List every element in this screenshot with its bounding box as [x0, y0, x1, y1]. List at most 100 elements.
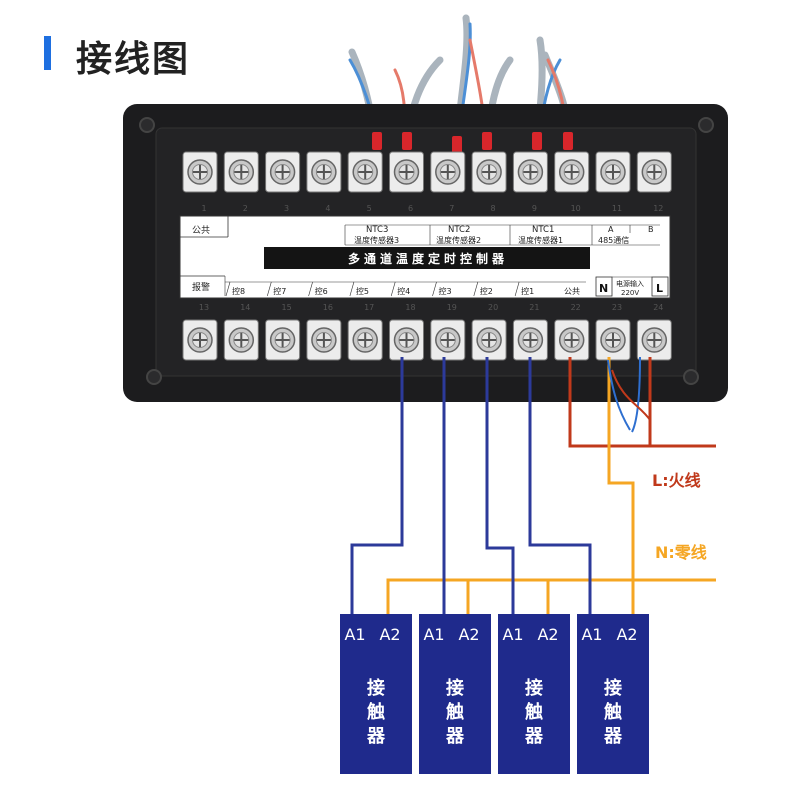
- contactor-1: A1 A2 接触器: [340, 614, 412, 774]
- sensor2-label: 温度传感器2: [436, 235, 481, 245]
- top-terminal-12[interactable]: [636, 151, 672, 193]
- common-top-label: 公共: [192, 225, 210, 236]
- bottom-terminal-number: 22: [571, 303, 581, 312]
- bottom-terminal-14[interactable]: [223, 319, 259, 361]
- output-label: 控3: [439, 286, 452, 296]
- product-name: 多通道温度定时控制器: [348, 251, 508, 266]
- contactor-a2-label: A2: [458, 625, 479, 644]
- bottom-terminal-number: 23: [612, 303, 622, 312]
- bottom-terminal-13[interactable]: [182, 319, 218, 361]
- top-terminal-8[interactable]: [471, 151, 507, 193]
- top-terminal-6[interactable]: [389, 151, 424, 193]
- bottom-terminal-number: 19: [447, 303, 457, 312]
- top-terminal-number: 6: [408, 204, 413, 213]
- top-terminal-10[interactable]: [554, 151, 590, 193]
- top-terminal-number: 5: [367, 204, 372, 213]
- top-terminal-11[interactable]: [595, 151, 631, 193]
- bottom-terminal-17[interactable]: [347, 319, 383, 361]
- contactor-name: 接触器: [603, 677, 623, 747]
- live-wire-label: L:火线: [652, 471, 701, 490]
- bottom-terminal-19[interactable]: [430, 319, 466, 361]
- contactor-a1-label: A1: [502, 625, 523, 644]
- top-terminal-1[interactable]: [182, 151, 218, 193]
- page-title: 接线图: [76, 39, 191, 80]
- wire-ferrules: [372, 132, 573, 154]
- title-accent-bar: [44, 36, 51, 70]
- control-wiring: [350, 357, 592, 614]
- neutral-terminal-label: N: [599, 282, 608, 295]
- output-label: 控5: [356, 286, 369, 296]
- label-panel: 公共 报警 NTC3 NTC2 NTC1 温度传感器3 温度传感器2 温度传感器…: [179, 215, 671, 299]
- power-voltage-label: 220V: [621, 289, 639, 297]
- top-terminal-number: 9: [532, 204, 537, 213]
- output-label: 控4: [397, 286, 410, 296]
- bottom-terminal-number: 16: [323, 303, 333, 312]
- contactor-a1-label: A1: [344, 625, 365, 644]
- ntc1-label: NTC1: [532, 225, 554, 235]
- contactor-name: 接触器: [366, 677, 386, 747]
- neutral-bus: [386, 578, 633, 614]
- power-input-label: 电源输入: [616, 279, 644, 288]
- top-terminal-4[interactable]: [306, 151, 342, 193]
- neutral-wire-label: N:零线: [655, 543, 707, 562]
- contactor-group: A1 A2 接触器 A1 A2 接触器 A1 A2 接触器 A1 A2 接触器: [340, 614, 649, 774]
- bottom-terminal-15[interactable]: [265, 319, 301, 361]
- bottom-terminal-number: 24: [653, 303, 663, 312]
- contactor-a2-label: A2: [379, 625, 400, 644]
- sensor3-label: 温度传感器3: [354, 235, 399, 245]
- bottom-terminal-16[interactable]: [306, 319, 342, 361]
- bottom-terminal-number: 18: [405, 303, 415, 312]
- bottom-terminal-21[interactable]: [512, 319, 548, 361]
- bottom-terminal-23[interactable]: [595, 319, 631, 361]
- ntc2-label: NTC2: [448, 225, 470, 235]
- bottom-terminal-24[interactable]: [636, 319, 672, 361]
- top-terminal-number: 1: [201, 204, 206, 213]
- alarm-label: 报警: [192, 281, 210, 293]
- rs485-comm-label: 485通信: [598, 235, 629, 245]
- bottom-terminal-number: 21: [529, 303, 539, 312]
- top-terminal-3[interactable]: [265, 151, 301, 193]
- power-wiring: [568, 356, 716, 614]
- output-label: 控8: [232, 286, 245, 296]
- rs485-b-label: B: [648, 225, 654, 234]
- top-terminal-number: 11: [612, 204, 622, 213]
- rs485-a-label: A: [608, 225, 614, 234]
- top-terminal-9[interactable]: [512, 151, 548, 193]
- contactor-a1-label: A1: [581, 625, 602, 644]
- top-terminal-number: 10: [571, 204, 581, 213]
- top-terminal-number: 3: [284, 204, 289, 213]
- contactor-name: 接触器: [445, 677, 465, 747]
- contactor-a2-label: A2: [537, 625, 558, 644]
- top-terminal-7[interactable]: [430, 151, 466, 193]
- output-label: 控1: [521, 286, 534, 296]
- top-terminal-number: 4: [325, 204, 330, 213]
- mounting-screws: [139, 117, 714, 385]
- bottom-terminal-number: 15: [282, 303, 292, 312]
- bottom-terminal-row: 13 14 15 16 17 18 19 20 21 22 23 24: [182, 303, 672, 361]
- top-terminal-5[interactable]: [347, 151, 383, 193]
- top-terminal-number: 7: [449, 204, 454, 213]
- output-label: 控2: [480, 286, 493, 296]
- top-terminal-2[interactable]: [223, 151, 259, 193]
- common-bottom-label: 公共: [564, 287, 580, 296]
- top-terminal-number: 12: [653, 204, 663, 213]
- ntc3-label: NTC3: [366, 225, 388, 235]
- bottom-terminal-18[interactable]: [389, 319, 424, 361]
- contactor-2: A1 A2 接触器: [419, 614, 491, 774]
- bottom-terminal-number: 14: [240, 303, 250, 312]
- top-terminal-number: 2: [243, 204, 248, 213]
- live-terminal-label: L: [656, 282, 663, 295]
- output-label: 控6: [315, 286, 328, 296]
- contactor-name: 接触器: [524, 677, 544, 747]
- bottom-terminal-22[interactable]: [554, 319, 590, 361]
- contactor-4: A1 A2 接触器: [577, 614, 649, 774]
- contactor-a2-label: A2: [616, 625, 637, 644]
- bottom-terminal-20[interactable]: [471, 319, 507, 361]
- bottom-terminal-number: 20: [488, 303, 498, 312]
- bottom-terminal-number: 17: [364, 303, 374, 312]
- contactor-a1-label: A1: [423, 625, 444, 644]
- bottom-terminal-number: 13: [199, 303, 209, 312]
